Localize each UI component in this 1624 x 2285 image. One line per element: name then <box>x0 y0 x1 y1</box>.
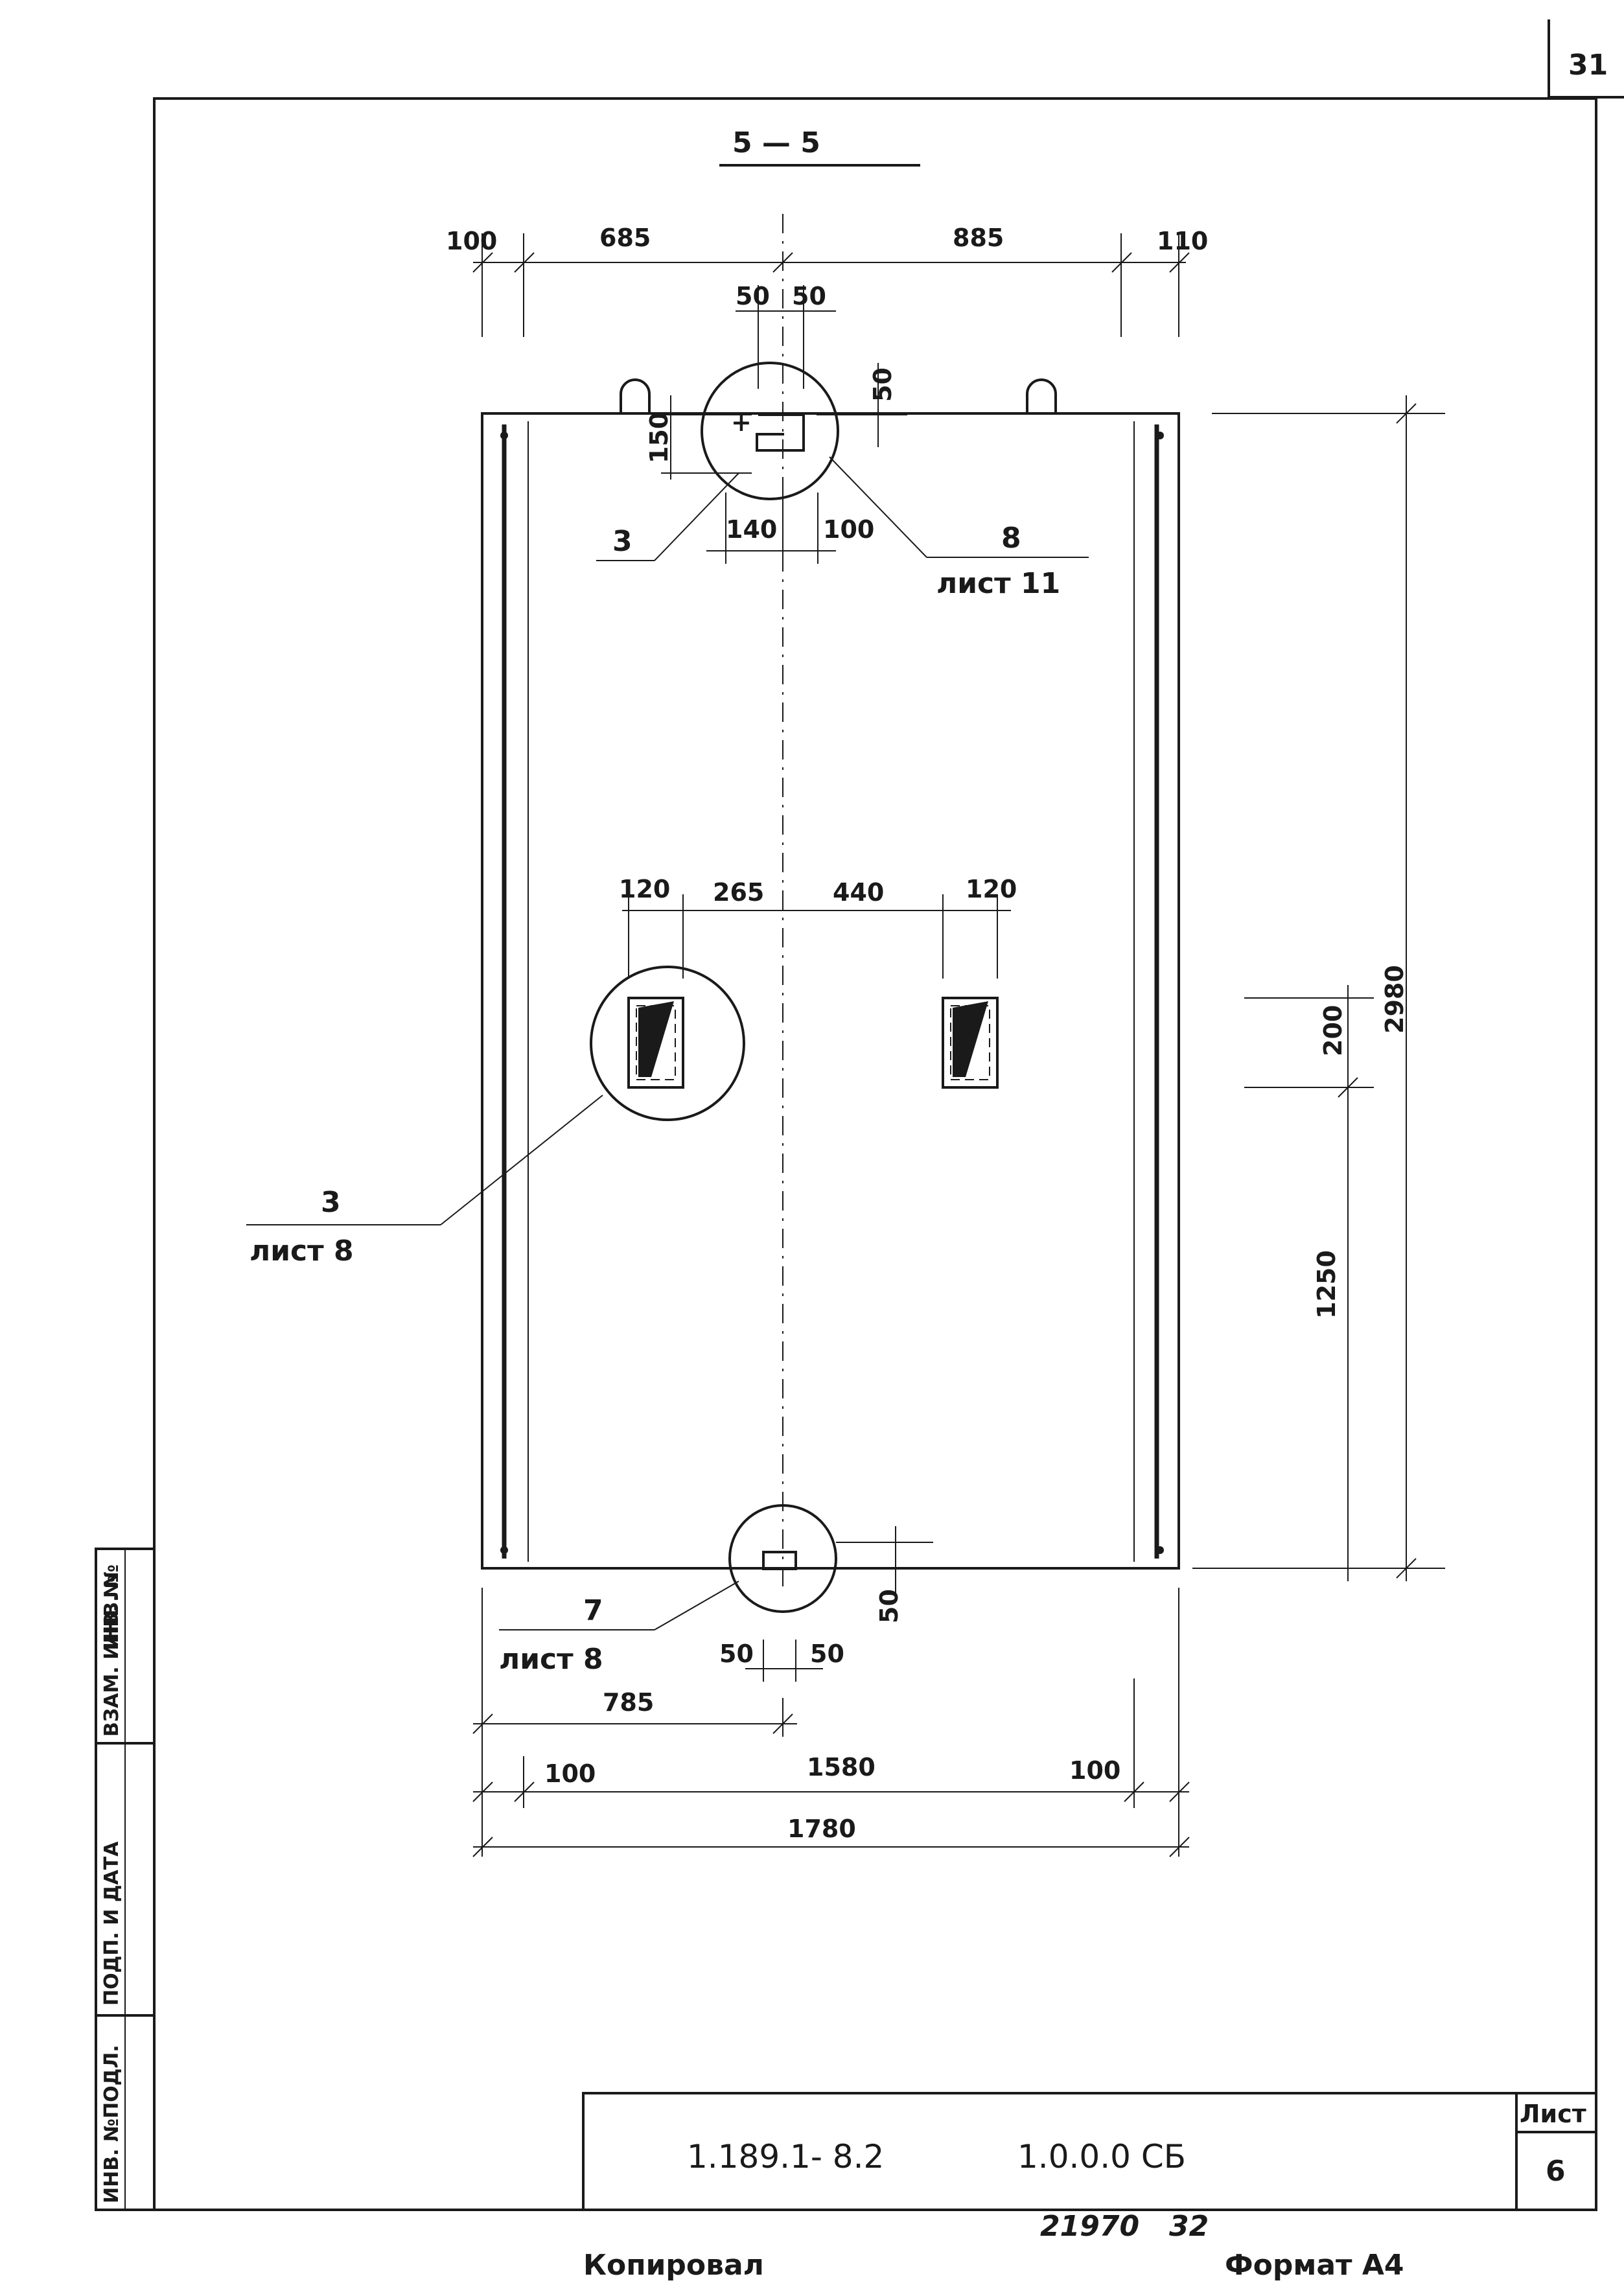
dim-top-50b: 50 <box>792 282 826 310</box>
dim-top-685: 685 <box>599 224 651 252</box>
opening-detail-circle <box>590 966 745 1121</box>
dim-r-2980: 2980 <box>1380 965 1409 1034</box>
dim-r-1250: 1250 <box>1312 1250 1341 1319</box>
opening-right <box>942 997 999 1089</box>
dim-mid-120a: 120 <box>619 875 670 903</box>
page-number: 31 <box>1568 49 1608 82</box>
dim-right-50: 50 <box>868 367 897 402</box>
title-block: 1.189.1- 8.2 1.0.0.0 СБ Лист 6 <box>582 2092 1597 2211</box>
dim-r-200: 200 <box>1319 1005 1347 1056</box>
top-detail-circle <box>701 362 839 500</box>
footer-numbers: 21970 32 <box>1040 2210 1209 2243</box>
footer-copied: Копировал <box>583 2249 764 2282</box>
svg-text:лист 8: лист 8 <box>249 1235 354 1268</box>
dim-mid-440: 440 <box>833 878 884 907</box>
dim-bot-50a: 50 <box>719 1640 754 1668</box>
svg-text:ПОДП. И ДАТА: ПОДП. И ДАТА <box>100 1841 123 2006</box>
sheet-label: Лист <box>1520 2100 1586 2128</box>
dim-bot-50b: 50 <box>810 1640 844 1668</box>
dim-bot-1580: 1580 <box>807 1753 876 1781</box>
lifting-loop-right <box>1026 378 1057 413</box>
panel-outline <box>481 412 1180 1570</box>
side-stamp: ИНВ. № ВЗАМ. ИНВ. № ПОДП. И ДАТА ИНВ. №П… <box>95 1548 156 2211</box>
sheet-number: 6 <box>1546 2155 1566 2188</box>
dim-bot-50v: 50 <box>875 1589 903 1623</box>
lifting-loop-left <box>620 378 651 413</box>
doc-code: 1.189.1- 8.2 <box>687 2138 884 2175</box>
dim-bot-1780: 1780 <box>787 1815 856 1843</box>
dim-bot-100a: 100 <box>544 1759 596 1788</box>
footer-format: Формат А4 <box>1225 2249 1404 2282</box>
middle-dimensions: 120 265 440 120 <box>619 875 1017 979</box>
svg-text:3: 3 <box>321 1186 341 1219</box>
dim-bot-100b: 100 <box>1069 1756 1120 1785</box>
svg-text:лист 11: лист 11 <box>936 567 1060 600</box>
callout-3-mid: 3 лист 8 <box>246 1095 603 1268</box>
svg-text:3: 3 <box>612 525 632 558</box>
dim-top-140: 140 <box>726 515 777 544</box>
svg-text:7: 7 <box>583 1594 603 1627</box>
svg-text:ИНВ. №: ИНВ. № <box>100 1564 123 1649</box>
svg-text:8: 8 <box>1001 522 1021 555</box>
dim-top-50a: 50 <box>736 282 770 310</box>
doc-code-2: 1.0.0.0 СБ <box>1017 2138 1186 2175</box>
dim-top-885: 885 <box>953 224 1004 252</box>
callout-3-top: 3 <box>596 472 739 561</box>
right-dimensions: 200 2980 1250 <box>1192 395 1445 1581</box>
dim-top-100: 100 <box>446 227 497 255</box>
bottom-dimensions: 50 50 50 785 100 1580 100 1780 <box>472 1526 1190 1857</box>
dim-top-100b: 100 <box>823 515 874 544</box>
bottom-detail-circle <box>728 1504 837 1613</box>
dim-bot-785: 785 <box>603 1688 654 1717</box>
svg-text:+: + <box>731 408 752 437</box>
section-title: 5 — 5 <box>732 126 820 159</box>
svg-text:ИНВ. №ПОДЛ.: ИНВ. №ПОДЛ. <box>100 2045 123 2203</box>
dim-mid-265: 265 <box>713 878 764 907</box>
top-dimensions: 100 685 885 110 50 50 50 150 140 100 <box>446 224 1208 564</box>
svg-text:лист 8: лист 8 <box>499 1643 603 1676</box>
dim-left-150: 150 <box>645 412 673 463</box>
dim-mid-120b: 120 <box>966 875 1017 903</box>
dim-top-110: 110 <box>1157 227 1208 255</box>
svg-text:ВЗАМ. ИНВ. №: ВЗАМ. ИНВ. № <box>100 1575 123 1737</box>
callout-7: 7 лист 8 <box>499 1581 739 1676</box>
callout-8: 8 лист 11 <box>829 456 1089 600</box>
